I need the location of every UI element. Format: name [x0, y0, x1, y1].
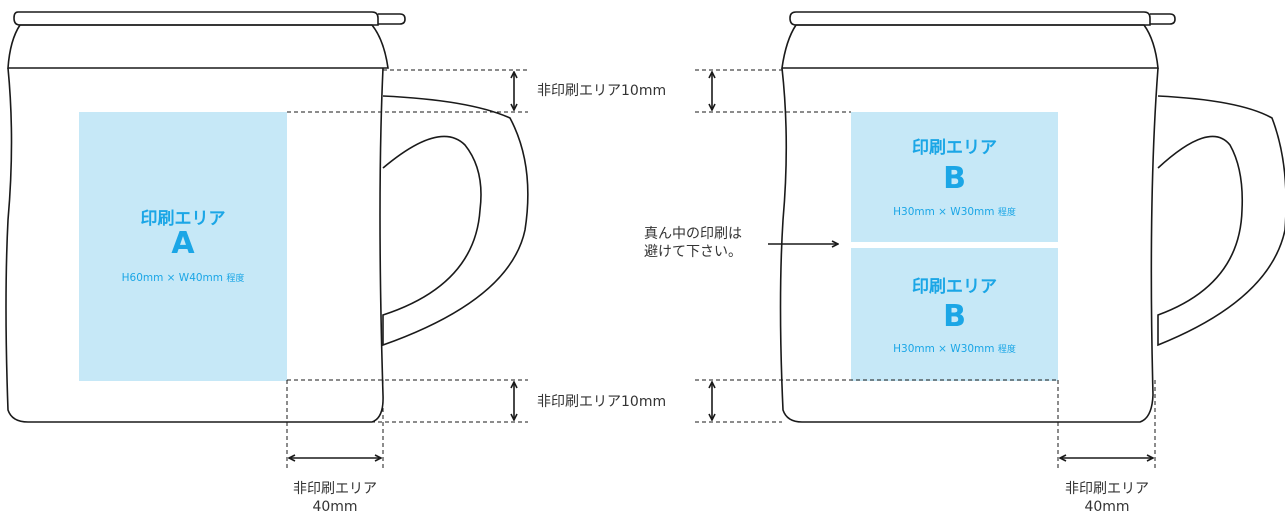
right-mug [779, 11, 1285, 423]
right-mug-lid-cap [789, 11, 1151, 26]
left-mug-lid-tab [378, 13, 406, 25]
center-print-note: 真ん中の印刷は 避けて下さい。 [644, 225, 742, 261]
print-area-a-size: H60mm × W40mm 程度 [79, 271, 287, 284]
right-mug-lid [781, 24, 1159, 69]
print-area-b-top: 印刷エリア B H30mm × W30mm 程度 [851, 112, 1058, 242]
print-area-b-bottom-size-value: H30mm × W30mm [893, 343, 995, 355]
left-mug-lid [7, 24, 389, 69]
center-print-note-line2: 避けて下さい。 [644, 244, 742, 260]
dashed-guides [286, 69, 1156, 470]
left-mug-body [5, 67, 384, 423]
left-side-margin-label: 非印刷エリア 40mm [275, 480, 395, 516]
print-area-b-bottom-size: H30mm × W30mm 程度 [851, 342, 1058, 355]
print-area-a-size-suffix: 程度 [226, 274, 245, 284]
print-area-a: 印刷エリア A H60mm × W40mm 程度 [79, 112, 287, 381]
print-area-a-title: 印刷エリア [140, 209, 226, 229]
print-area-a-rect [79, 112, 287, 381]
print-area-a-size-value: H60mm × W40mm [121, 272, 224, 284]
left-mug [5, 11, 529, 423]
print-area-b-bottom-letter: B [943, 299, 966, 334]
print-area-a-letter: A [171, 226, 195, 261]
print-area-b-bottom-size-suffix: 程度 [997, 345, 1016, 355]
left-bottom-margin-label: 非印刷エリア10mm [537, 394, 667, 410]
print-area-b-bottom: 印刷エリア B H30mm × W30mm 程度 [851, 248, 1058, 381]
center-print-note-line1: 真ん中の印刷は [644, 226, 742, 242]
print-area-b-top-size-value: H30mm × W30mm [893, 206, 995, 218]
left-mug-lid-cap [13, 11, 379, 26]
left-mug-handle [382, 95, 529, 347]
print-area-b-top-title: 印刷エリア [912, 138, 997, 158]
print-area-b-top-size-suffix: 程度 [997, 208, 1016, 218]
right-mug-handle [1157, 95, 1285, 347]
right-mug-body [779, 67, 1159, 423]
left-side-margin-label-text: 非印刷エリア [293, 481, 377, 497]
print-area-b-bottom-title: 印刷エリア [912, 277, 997, 297]
print-area-b-top-letter: B [943, 161, 966, 196]
dimension-arrows [289, 72, 1153, 458]
left-top-margin-label: 非印刷エリア10mm [537, 83, 667, 99]
right-side-margin-label-text: 非印刷エリア [1065, 481, 1149, 497]
right-mug-lid-tab [1150, 13, 1176, 25]
left-side-margin-value: 40mm [312, 499, 358, 515]
right-side-margin-label: 非印刷エリア 40mm [1047, 480, 1167, 516]
print-area-b-bottom-rect [851, 248, 1058, 381]
print-area-b-top-rect [851, 112, 1058, 242]
right-side-margin-value: 40mm [1084, 499, 1130, 515]
print-area-b-top-size: H30mm × W30mm 程度 [851, 205, 1058, 218]
